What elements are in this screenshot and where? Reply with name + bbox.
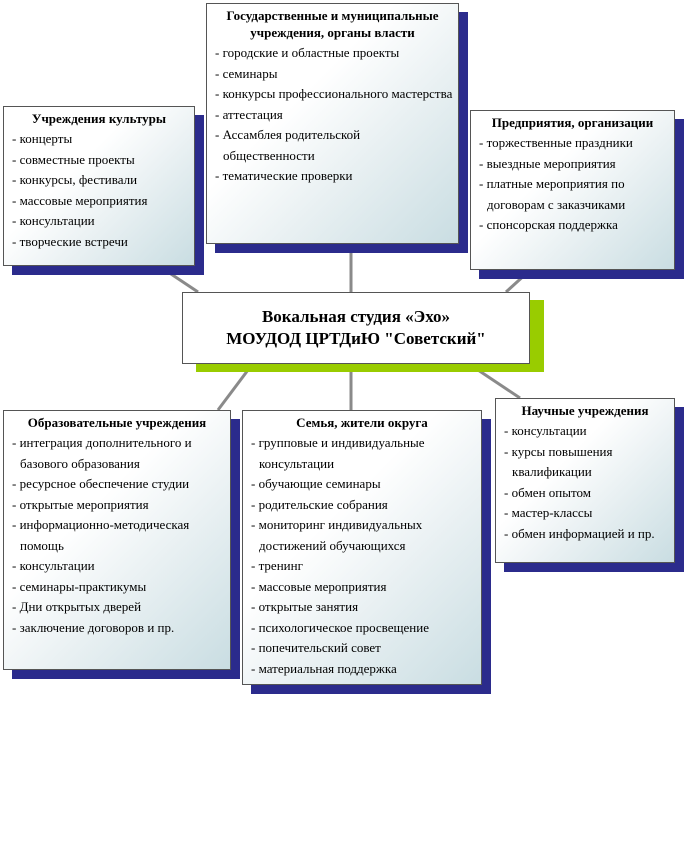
node-items: групповые и индивидуальные консультации … [247,433,477,679]
list-item: творческие встречи [8,232,190,253]
list-item: аттестация [211,105,454,126]
list-item: ресурсное обеспечение студии [8,474,226,495]
list-item: выездные мероприятия [475,154,670,175]
node-science: Научные учреждения консультации курсы по… [495,398,675,563]
list-item: платные мероприятия по договорам с заказ… [475,174,670,215]
list-item: открытые занятия [247,597,477,618]
list-item: мастер-классы [500,503,670,524]
list-item: Дни открытых дверей [8,597,226,618]
list-item: консультации [500,421,670,442]
list-item: конкурсы профессионального мастерства [211,84,454,105]
node-title: Семья, жители округа [296,415,428,430]
node-government: Государственные и муниципальные учрежден… [206,3,459,244]
list-item: заключение договоров и пр. [8,618,226,639]
node-items: торжественные праздники выездные меропри… [475,133,670,236]
list-item: тематические проверки [211,166,454,187]
node-items: концерты совместные проекты конкурсы, фе… [8,129,190,252]
node-title: Образовательные учреждения [27,415,207,430]
node-family: Семья, жители округа групповые и индивид… [242,410,482,685]
list-item: совместные проекты [8,150,190,171]
list-item: открытые мероприятия [8,495,226,516]
list-item: групповые и индивидуальные консультации [247,433,477,474]
list-item: информационно-методическая помощь [8,515,226,556]
node-title: Государственные и муниципальные учрежден… [226,8,439,40]
list-item: Ассамблея родительской общественности [211,125,454,166]
list-item: обмен опытом [500,483,670,504]
list-item: концерты [8,129,190,150]
list-item: конкурсы, фестивали [8,170,190,191]
node-items: городские и областные проекты семинары к… [211,43,454,187]
list-item: консультации [8,556,226,577]
list-item: психологическое просвещение [247,618,477,639]
list-item: материальная поддержка [247,659,477,680]
list-item: консультации [8,211,190,232]
list-item: массовые мероприятия [8,191,190,212]
list-item: семинары [211,64,454,85]
list-item: семинары-практикумы [8,577,226,598]
list-item: курсы повышения квалификации [500,442,670,483]
node-items: консультации курсы повышения квалификаци… [500,421,670,544]
list-item: интеграция дополнительного и базового об… [8,433,226,474]
list-item: тренинг [247,556,477,577]
node-enterprises: Предприятия, организации торжественные п… [470,110,675,270]
center-node: Вокальная студия «Эхо» МОУДОД ЦРТДиЮ "Со… [182,292,530,364]
list-item: попечительский совет [247,638,477,659]
connector-science [477,368,521,400]
list-item: спонсорская поддержка [475,215,670,236]
list-item: обмен информацией и пр. [500,524,670,545]
list-item: массовые мероприятия [247,577,477,598]
center-title-line1: Вокальная студия «Эхо» [261,307,451,326]
node-items: интеграция дополнительного и базового об… [8,433,226,638]
list-item: обучающие семинары [247,474,477,495]
connector-enterprises [504,270,530,294]
center-title-line2: МОУДОД ЦРТДиЮ "Советский" [226,329,486,348]
node-title: Предприятия, организации [491,115,654,130]
node-culture: Учреждения культуры концерты совместные … [3,106,195,266]
connector-culture [167,270,199,294]
list-item: торжественные праздники [475,133,670,154]
node-title: Учреждения культуры [31,111,167,126]
list-item: городские и областные проекты [211,43,454,64]
list-item: родительские собрания [247,495,477,516]
node-title: Научные учреждения [521,403,649,418]
list-item: мониторинг индивидуальных достижений обу… [247,515,477,556]
connector-education [216,369,250,411]
node-education: Образовательные учреждения интеграция до… [3,410,231,670]
